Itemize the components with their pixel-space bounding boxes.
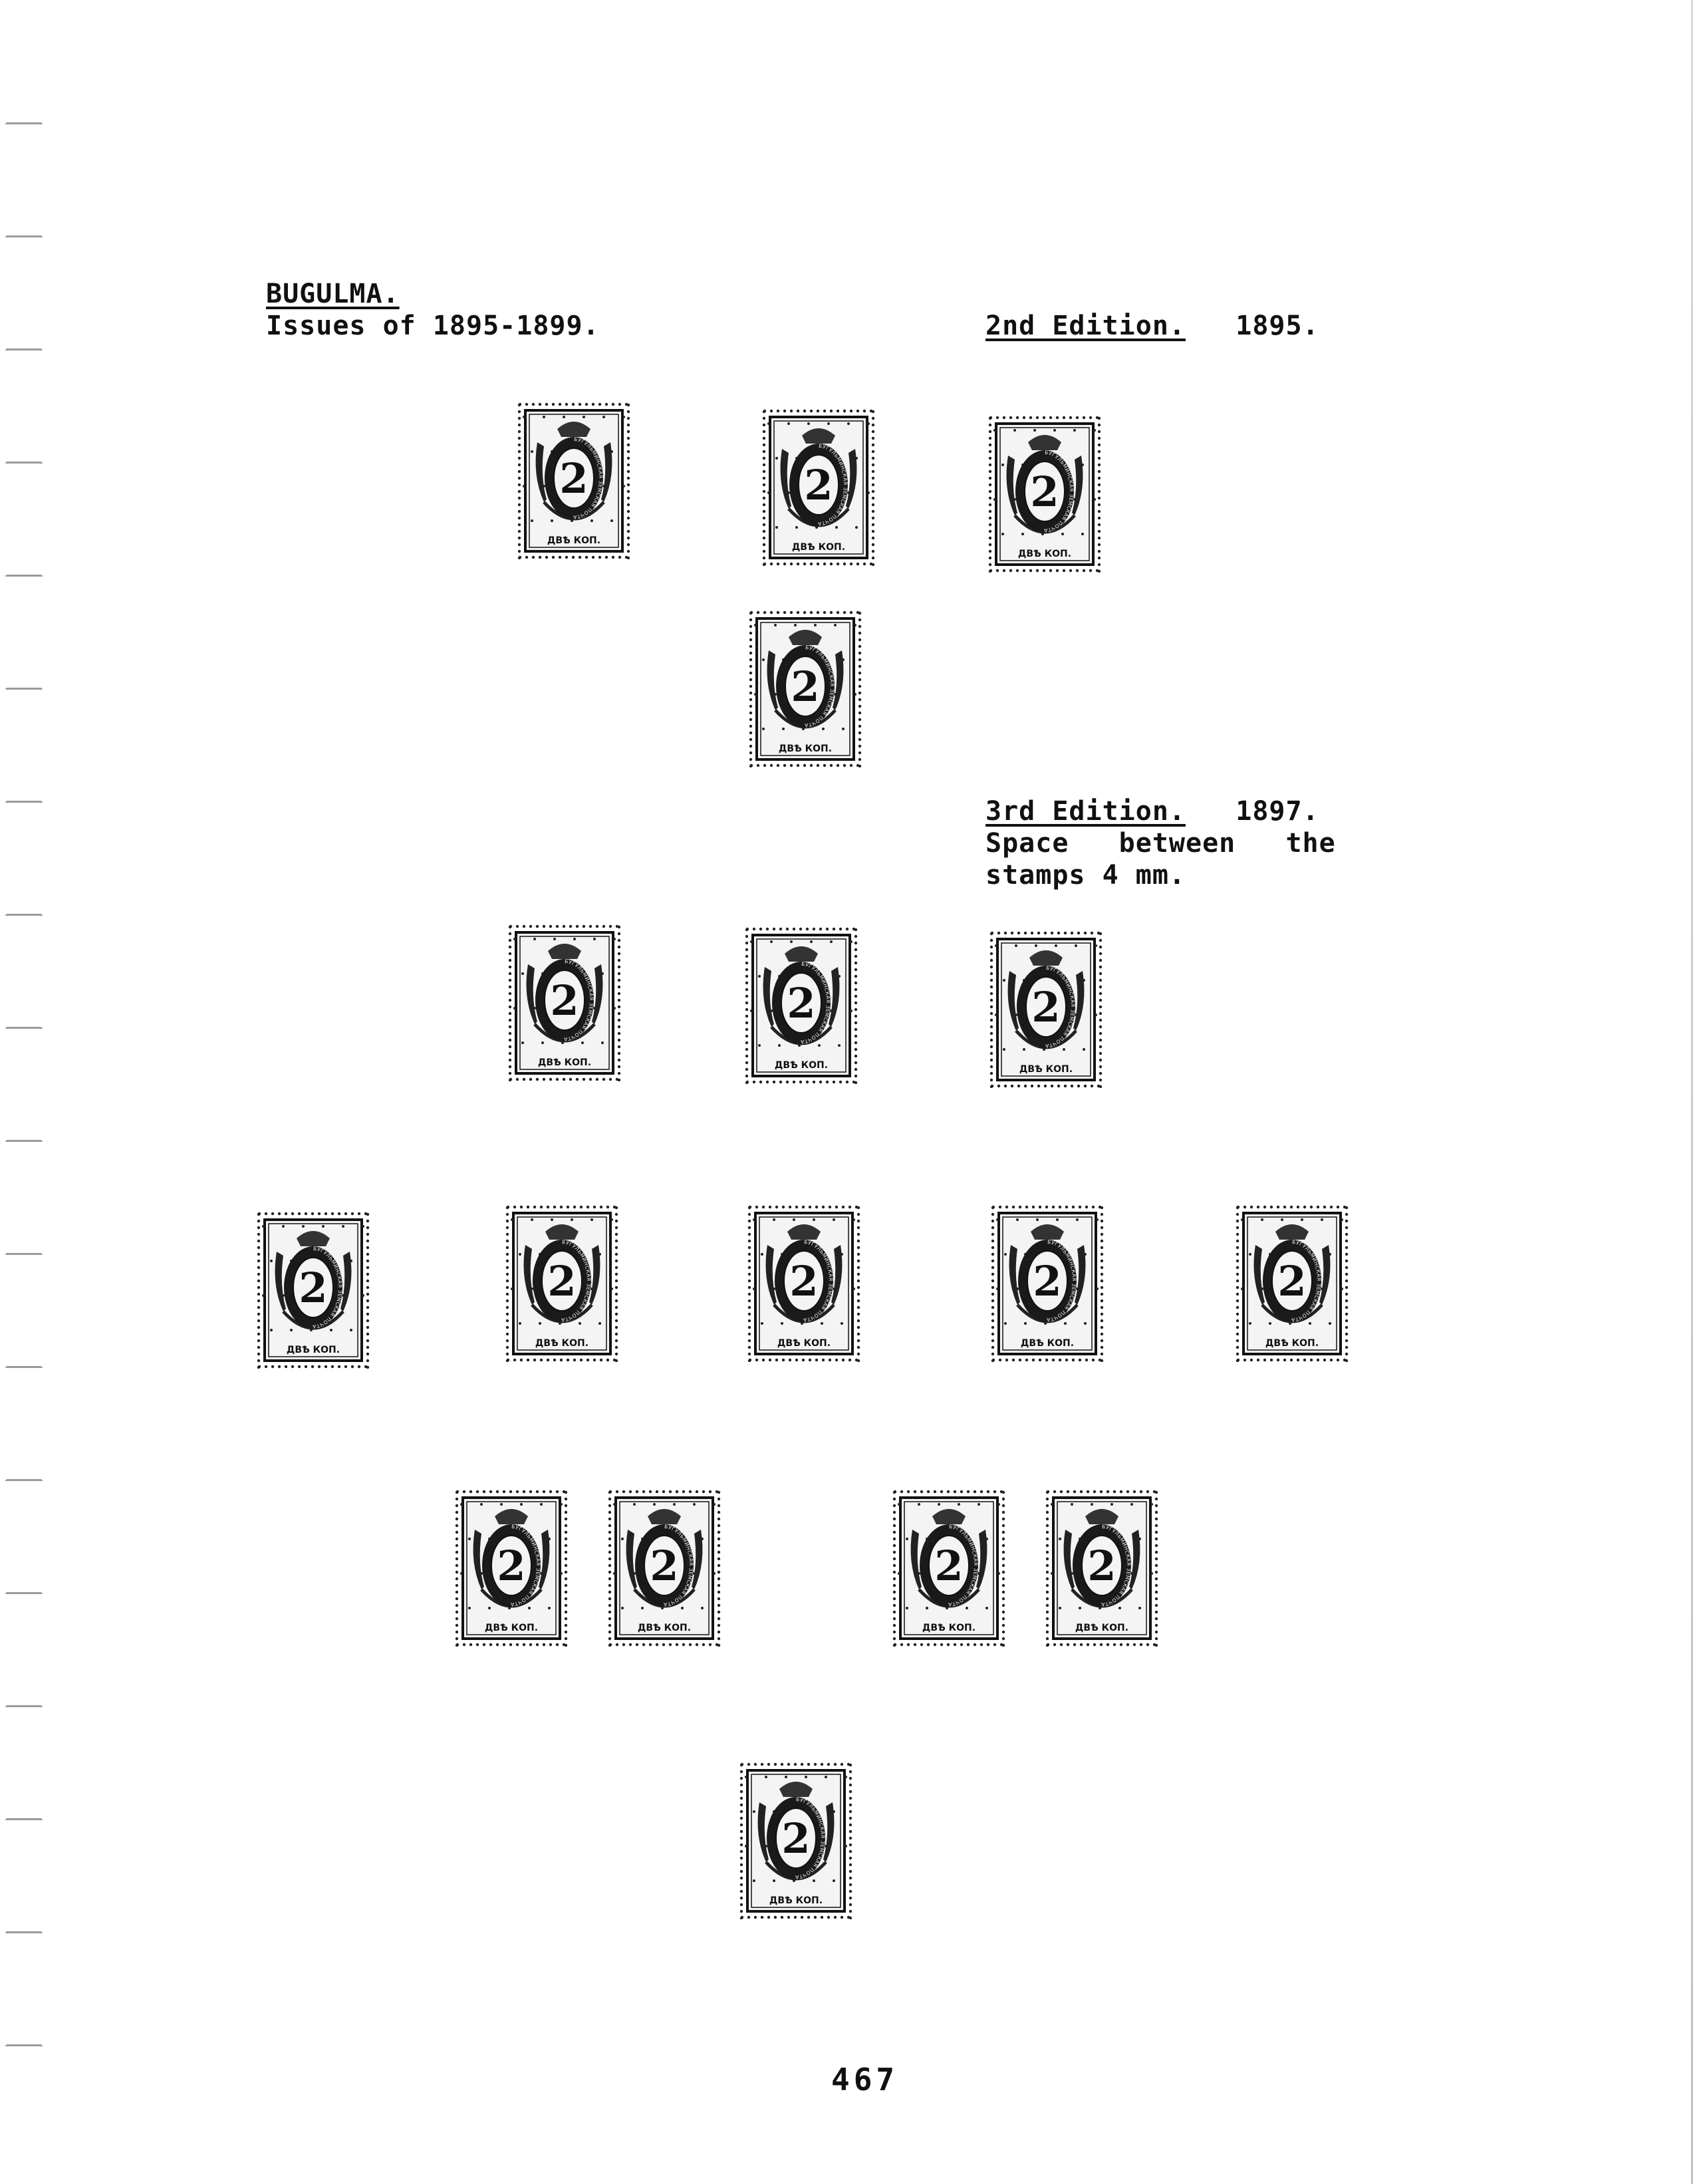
edition-note-line2: stamps 4 mm. bbox=[985, 860, 1186, 890]
binder-mark bbox=[5, 235, 43, 241]
binder-mark bbox=[5, 1140, 43, 1146]
binder-mark bbox=[5, 1366, 43, 1372]
stamp: БУГУЛЬМИНСКАЯ ЗЕМСКАЯ ПОЧТА 2 ДВѢ КОП. bbox=[508, 924, 621, 1081]
binder-mark bbox=[5, 348, 43, 354]
binder-mark bbox=[5, 122, 43, 128]
svg-text:ДВѢ КОП.: ДВѢ КОП. bbox=[1021, 1338, 1074, 1349]
issues-subtitle: Issues of 1895-1899. bbox=[266, 311, 600, 341]
svg-text:ДВѢ КОП.: ДВѢ КОП. bbox=[538, 1057, 591, 1068]
binder-mark bbox=[5, 1027, 43, 1033]
svg-text:ДВѢ КОП.: ДВѢ КОП. bbox=[1265, 1338, 1319, 1349]
binder-mark bbox=[5, 2044, 43, 2050]
stamp: БУГУЛЬМИНСКАЯ ЗЕМСКАЯ ПОЧТА 2 ДВѢ КОП. bbox=[991, 1205, 1104, 1362]
binder-mark bbox=[5, 1931, 43, 1937]
stamp: БУГУЛЬМИНСКАЯ ЗЕМСКАЯ ПОЧТА 2 ДВѢ КОП. bbox=[257, 1212, 370, 1369]
stamp: БУГУЛЬМИНСКАЯ ЗЕМСКАЯ ПОЧТА 2 ДВѢ КОП. bbox=[1236, 1205, 1349, 1362]
page-number: 467 bbox=[831, 2062, 899, 2098]
svg-text:2: 2 bbox=[804, 461, 833, 509]
svg-text:2: 2 bbox=[299, 1264, 327, 1312]
svg-text:ДВѢ КОП.: ДВѢ КОП. bbox=[779, 744, 832, 754]
svg-text:2: 2 bbox=[1087, 1542, 1116, 1590]
binder-mark bbox=[5, 1592, 43, 1598]
svg-text:ДВѢ КОП.: ДВѢ КОП. bbox=[535, 1338, 588, 1349]
svg-text:2: 2 bbox=[650, 1542, 678, 1590]
svg-text:2: 2 bbox=[497, 1542, 525, 1590]
svg-text:ДВѢ КОП.: ДВѢ КОП. bbox=[775, 1060, 828, 1071]
stamp: БУГУЛЬМИНСКАЯ ЗЕМСКАЯ ПОЧТА 2 ДВѢ КОП. bbox=[892, 1490, 1005, 1647]
svg-text:ДВѢ КОП.: ДВѢ КОП. bbox=[1018, 549, 1071, 559]
stamp: БУГУЛЬМИНСКАЯ ЗЕМСКАЯ ПОЧТА 2 ДВѢ КОП. bbox=[1045, 1490, 1158, 1647]
stamp: БУГУЛЬМИНСКАЯ ЗЕМСКАЯ ПОЧТА 2 ДВѢ КОП. bbox=[762, 409, 875, 566]
svg-text:ДВѢ КОП.: ДВѢ КОП. bbox=[922, 1623, 976, 1633]
stamp: БУГУЛЬМИНСКАЯ ЗЕМСКАЯ ПОЧТА 2 ДВѢ КОП. bbox=[989, 931, 1103, 1088]
svg-text:2: 2 bbox=[547, 1257, 576, 1305]
binder-mark bbox=[5, 575, 43, 581]
stamp: БУГУЛЬМИНСКАЯ ЗЕМСКАЯ ПОЧТА 2 ДВѢ КОП. bbox=[747, 1205, 860, 1362]
edition-label: 2nd Edition. bbox=[985, 311, 1186, 341]
svg-text:ДВѢ КОП.: ДВѢ КОП. bbox=[777, 1338, 831, 1349]
stamp: БУГУЛЬМИНСКАЯ ЗЕМСКАЯ ПОЧТА 2 ДВѢ КОП. bbox=[988, 416, 1101, 573]
binder-mark bbox=[5, 1479, 43, 1485]
region-title: BUGULMA. bbox=[266, 279, 400, 309]
svg-text:2: 2 bbox=[1033, 1257, 1061, 1305]
edition-label: 3rd Edition. bbox=[985, 796, 1186, 827]
binder-mark bbox=[5, 1253, 43, 1259]
binder-mark bbox=[5, 801, 43, 807]
svg-text:2: 2 bbox=[559, 454, 588, 503]
page-edge bbox=[1691, 0, 1693, 2184]
stamp: БУГУЛЬМИНСКАЯ ЗЕМСКАЯ ПОЧТА 2 ДВѢ КОП. bbox=[455, 1490, 568, 1647]
svg-text:2: 2 bbox=[1030, 468, 1059, 516]
stamp: БУГУЛЬМИНСКАЯ ЗЕМСКАЯ ПОЧТА 2 ДВѢ КОП. bbox=[739, 1762, 852, 1919]
binder-mark bbox=[5, 462, 43, 468]
svg-text:2: 2 bbox=[787, 979, 815, 1027]
binder-mark bbox=[5, 688, 43, 694]
svg-text:2: 2 bbox=[791, 662, 819, 711]
stamp: БУГУЛЬМИНСКАЯ ЗЕМСКАЯ ПОЧТА 2 ДВѢ КОП. bbox=[517, 402, 630, 559]
binder-mark bbox=[5, 1818, 43, 1824]
svg-text:ДВѢ КОП.: ДВѢ КОП. bbox=[485, 1623, 538, 1633]
stamp: БУГУЛЬМИНСКАЯ ЗЕМСКАЯ ПОЧТА 2 ДВѢ КОП. bbox=[745, 927, 858, 1084]
svg-text:ДВѢ КОП.: ДВѢ КОП. bbox=[287, 1345, 340, 1355]
svg-text:2: 2 bbox=[789, 1257, 818, 1305]
svg-text:2: 2 bbox=[1277, 1257, 1306, 1305]
stamp: БУГУЛЬМИНСКАЯ ЗЕМСКАЯ ПОЧТА 2 ДВѢ КОП. bbox=[749, 611, 862, 767]
edition-heading-2nd: 2nd Edition. 1895. bbox=[985, 310, 1319, 342]
stamp: БУГУЛЬМИНСКАЯ ЗЕМСКАЯ ПОЧТА 2 ДВѢ КОП. bbox=[608, 1490, 721, 1647]
edition-heading-3rd: 3rd Edition. 1897. bbox=[985, 795, 1319, 827]
svg-text:ДВѢ КОП.: ДВѢ КОП. bbox=[1019, 1064, 1073, 1075]
svg-text:ДВѢ КОП.: ДВѢ КОП. bbox=[1075, 1623, 1128, 1633]
binder-mark bbox=[5, 914, 43, 920]
edition-year: 1897. bbox=[1236, 796, 1319, 827]
svg-text:ДВѢ КОП.: ДВѢ КОП. bbox=[769, 1895, 823, 1906]
svg-text:ДВѢ КОП.: ДВѢ КОП. bbox=[792, 542, 845, 553]
binder-mark bbox=[5, 1705, 43, 1711]
svg-text:2: 2 bbox=[1031, 983, 1060, 1031]
svg-text:ДВѢ КОП.: ДВѢ КОП. bbox=[547, 535, 600, 546]
svg-text:2: 2 bbox=[781, 1814, 810, 1863]
edition-year: 1895. bbox=[1236, 311, 1319, 341]
svg-text:ДВѢ КОП.: ДВѢ КОП. bbox=[638, 1623, 691, 1633]
svg-text:2: 2 bbox=[550, 976, 579, 1025]
svg-text:2: 2 bbox=[934, 1542, 963, 1590]
stamp: БУГУЛЬМИНСКАЯ ЗЕМСКАЯ ПОЧТА 2 ДВѢ КОП. bbox=[505, 1205, 618, 1362]
edition-note-line1: Space between the bbox=[985, 828, 1336, 859]
